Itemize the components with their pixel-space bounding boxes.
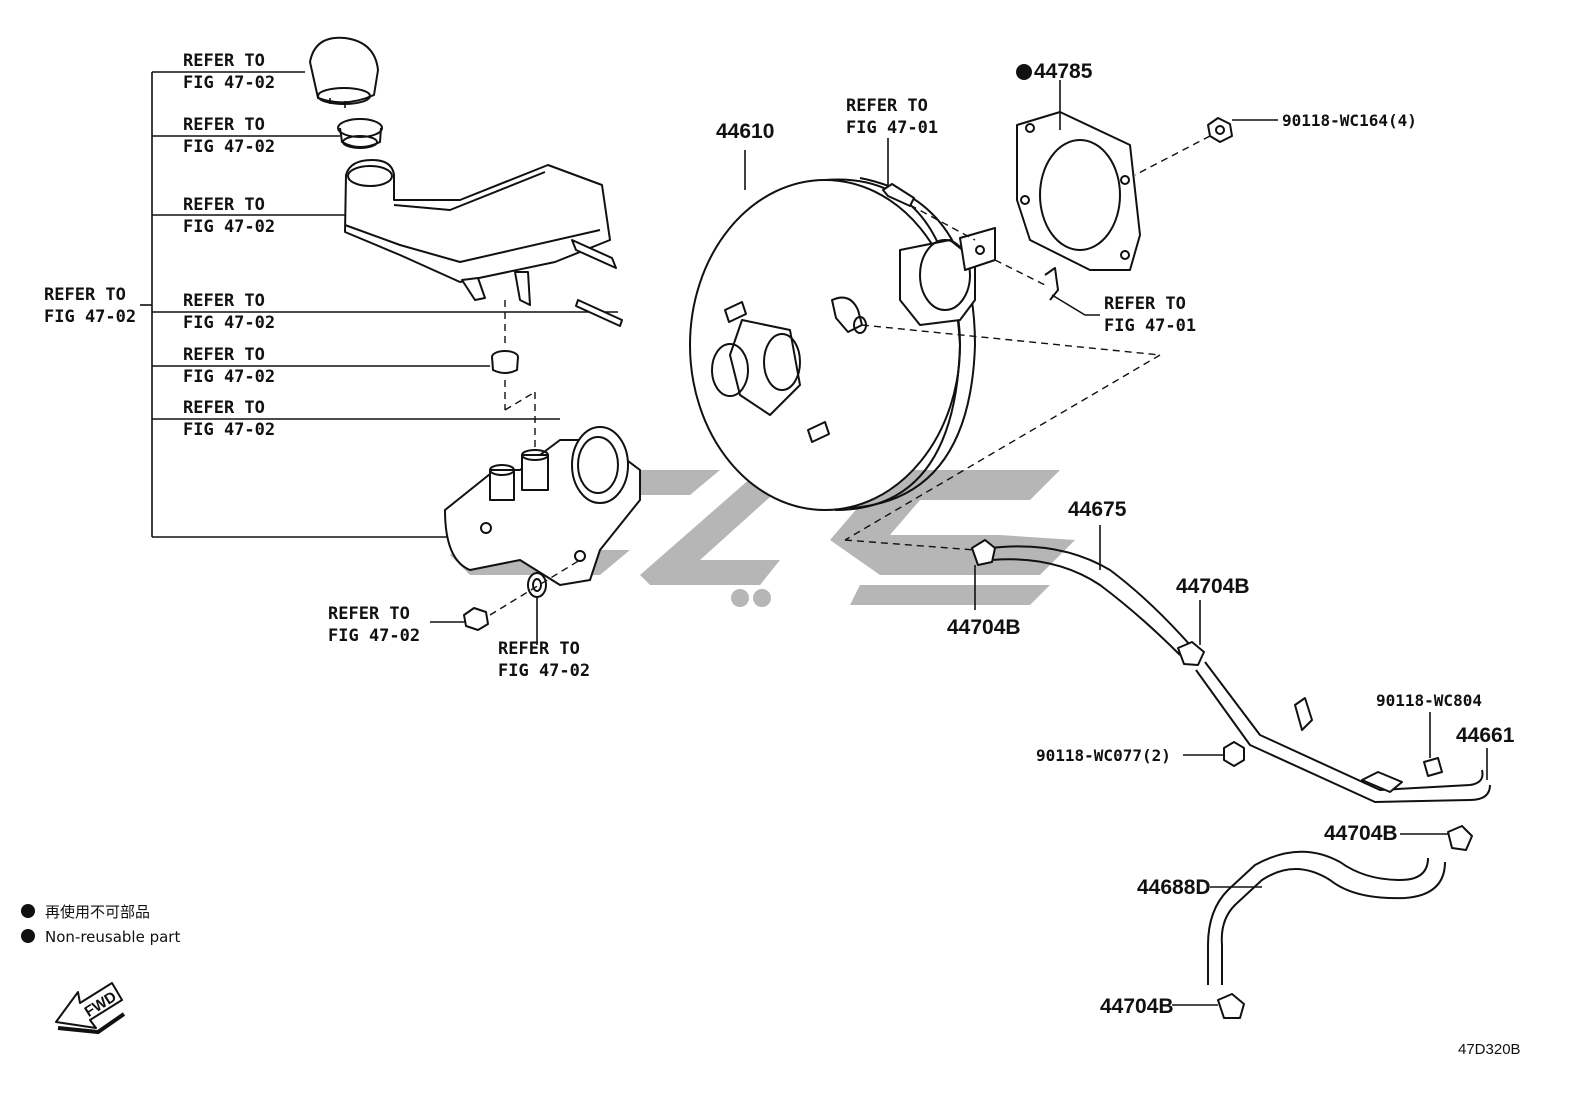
refer-label-reservoir-1: REFER TO (183, 195, 265, 215)
figure-code: 47D320B (1458, 1041, 1521, 1058)
part-number-clamp-1: 44704B (947, 616, 1021, 639)
refer-label-clevis-1: REFER TO (846, 96, 928, 116)
booster-nut-dash (1134, 135, 1211, 176)
booster-nut (1207, 117, 1233, 143)
refer-label-reservoir-2: FIG 47-02 (183, 217, 275, 237)
reservoir-dash-links (504, 300, 536, 450)
part-number-clamp-4: 44704B (1100, 995, 1174, 1018)
bracket-bolt (1423, 757, 1443, 777)
refer-label-assembly-1: REFER TO (44, 285, 126, 305)
master-cylinder (444, 426, 641, 586)
fwd-arrow-icon: FWD (55, 982, 126, 1035)
legend-bullet-japanese (21, 904, 35, 918)
refer-label-clevis-2: FIG 47-01 (846, 118, 938, 138)
reservoir-grommet (491, 350, 519, 374)
refer-label-oring-2: FIG 47-02 (183, 420, 275, 440)
part-number-pipe: 44661 (1456, 724, 1515, 747)
clip-leader (1051, 294, 1100, 316)
strainer-ring (337, 118, 383, 149)
gasket (1016, 111, 1141, 271)
vacuum-hose-main (989, 545, 1191, 656)
reservoir-pin (575, 299, 623, 327)
part-number-bracket-nut: 90118-WC077(2) (1036, 746, 1171, 765)
hose-clamp-2 (1177, 641, 1205, 666)
hose-clamp-4 (1217, 993, 1245, 1019)
reservoir-tank (344, 159, 617, 306)
vacuum-dash-lines (844, 324, 1161, 551)
refer-label-grommet-1: REFER TO (183, 345, 265, 365)
refer-label-clip-2: FIG 47-01 (1104, 316, 1196, 336)
legend-japanese: 再使用不可部品 (45, 903, 150, 921)
part-number-bolt: 90118-WC804 (1376, 691, 1482, 710)
refer-label-oring-1: REFER TO (183, 398, 265, 418)
part-number-booster: 44610 (716, 120, 774, 143)
refer-label-washer-1: REFER TO (498, 639, 580, 659)
refer-label-nut-1: REFER TO (328, 604, 410, 624)
clip (1044, 267, 1059, 301)
vacuum-hose-lower (1207, 850, 1446, 985)
brake-booster (689, 177, 996, 511)
refer-label-pin-1: REFER TO (183, 291, 265, 311)
mc-nut (463, 607, 489, 631)
hose-clamp-3 (1447, 825, 1473, 851)
refer-label-clip-1: REFER TO (1104, 294, 1186, 314)
mc-nut-dash (489, 559, 581, 616)
refer-label-washer-2: FIG 47-02 (498, 661, 590, 681)
refer-label-grommet-2: FIG 47-02 (183, 367, 275, 387)
part-number-booster-nut: 90118-WC164(4) (1282, 111, 1417, 130)
legend-english: Non-reusable part (45, 928, 180, 946)
refer-label-strainer-1: REFER TO (183, 115, 265, 135)
hose-clamp-1 (971, 539, 996, 566)
part-number-gasket: 44785 (1034, 60, 1093, 83)
mc-washer (527, 572, 547, 598)
refer-label-assembly-2: FIG 47-02 (44, 307, 136, 327)
clevis-pin (882, 183, 915, 207)
clevis-dash (909, 204, 976, 241)
refer-label-strainer-2: FIG 47-02 (183, 137, 275, 157)
refer-label-cap-1: REFER TO (183, 51, 265, 71)
part-number-hose-lower: 44688D (1137, 876, 1211, 899)
reservoir-cap (309, 36, 379, 108)
part-number-hose-main: 44675 (1068, 498, 1127, 521)
refer-label-pin-2: FIG 47-02 (183, 313, 275, 333)
clip-dash (994, 259, 1046, 286)
legend-bullet-english (21, 929, 35, 943)
non-reusable-mark-gasket (1016, 64, 1032, 80)
refer-label-cap-2: FIG 47-02 (183, 73, 275, 93)
part-number-clamp-2: 44704B (1176, 575, 1250, 598)
vacuum-pipe (1195, 661, 1491, 803)
bracket-nut (1223, 741, 1245, 767)
part-number-clamp-3: 44704B (1324, 822, 1398, 845)
left-bracket-tree (140, 71, 618, 538)
refer-label-nut-2: FIG 47-02 (328, 626, 420, 646)
